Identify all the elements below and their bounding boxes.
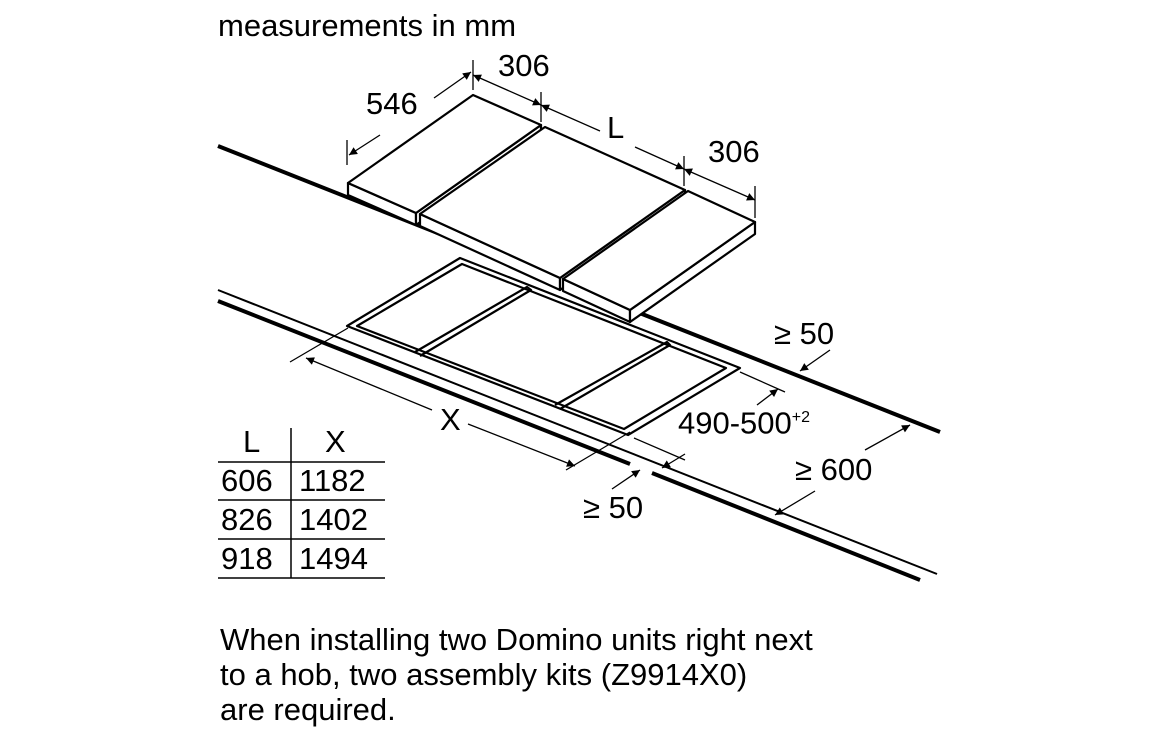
dim-L [540,104,601,132]
table-header-L: L [243,424,261,459]
note-line: When installing two Domino units right n… [220,622,813,657]
label-depth: 546 [366,86,418,121]
dim-cutout-depth [756,388,779,406]
table-cell: 1494 [299,541,368,576]
dim-546 [348,134,381,156]
table-cell: 1182 [299,463,366,498]
label-back-clearance: ≥ 50 [774,316,835,351]
dimension-table-grid [218,428,385,579]
dim-side-clearance [611,469,641,490]
cutout-depth-value: 490-500 [678,405,792,441]
table-cell: 918 [221,541,273,576]
label-side-clearance: ≥ 50 [583,490,644,525]
label-middle-width: L [607,110,625,145]
table-header-X: X [325,424,346,459]
installation-note: When installing two Domino units right n… [220,622,813,727]
label-right-width: 306 [708,134,760,169]
dim-306-left [472,74,542,106]
worktop-front-edge-thin [217,289,938,575]
title: measurements in mm [218,8,517,43]
label-cutout-length: X [440,402,461,437]
dim-back-clearance [799,349,831,372]
worktop-front-edge-thick-2 [651,471,921,582]
dim-X [305,357,433,411]
cutout-depth-tolerance: +2 [791,409,811,426]
dimension-lines [289,60,911,516]
label-worktop-depth: ≥ 600 [795,452,873,487]
label-cutout-depth: 490-500+2 [678,400,810,441]
dim-306-right [683,168,756,201]
label-left-width: 306 [498,48,550,83]
table-cell: 1402 [299,502,368,537]
note-line: to a hob, two assembly kits (Z9914X0) [220,657,748,692]
table-cell: 606 [221,463,273,498]
dim-worktop-depth [864,424,911,451]
worktop-cutout [345,256,742,437]
worktop-front-edge-thick [217,299,631,466]
table-cell: 826 [221,502,273,537]
hob-unit-right [561,189,757,324]
note-line: are required. [220,692,396,727]
